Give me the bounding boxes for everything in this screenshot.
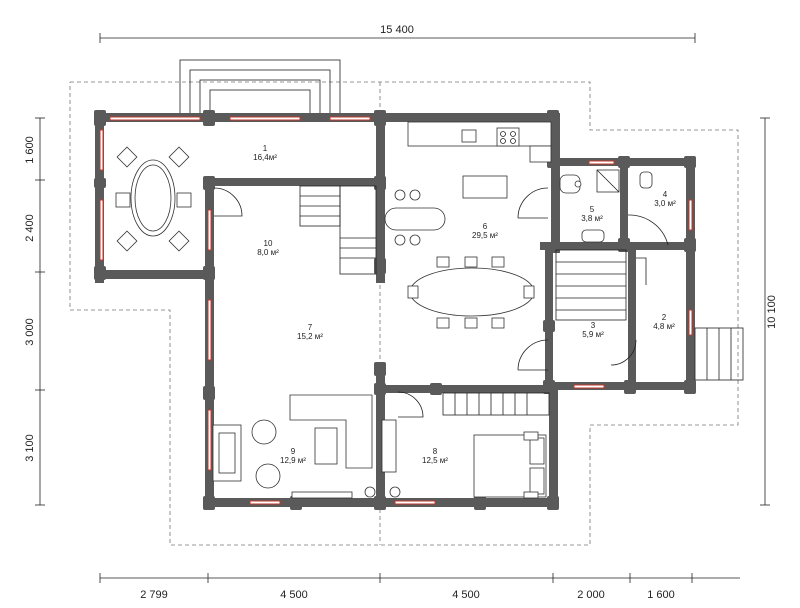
dim-bottom-5: 1 600: [647, 589, 675, 601]
svg-text:8: 8: [433, 447, 438, 456]
dim-bottom-3: 4 500: [452, 589, 480, 601]
svg-text:2: 2: [662, 313, 667, 322]
room-3-label: 3 5,9 м²: [582, 321, 604, 339]
svg-text:5,9 м²: 5,9 м²: [582, 330, 604, 339]
dim-bottom-4: 2 000: [577, 589, 605, 601]
kitchen: [384, 121, 552, 246]
room-1-label: 1 16,4м²: [253, 144, 277, 162]
bedroom-bed: [473, 431, 547, 499]
svg-text:4: 4: [663, 190, 668, 199]
svg-text:3: 3: [591, 321, 596, 330]
roof-outline: [69, 81, 739, 546]
svg-text:5: 5: [590, 205, 595, 214]
dining-table: [407, 256, 535, 329]
dim-total-top: 15 400: [380, 24, 414, 36]
svg-text:10: 10: [264, 239, 273, 248]
room-4-label: 4 3,0 м²: [654, 190, 676, 208]
windows: [99, 116, 693, 505]
svg-text:9: 9: [291, 447, 296, 456]
room-9-label: 9 12,9 м²: [280, 447, 306, 465]
staircase-hall: [555, 249, 627, 321]
svg-text:15,2 м²: 15,2 м²: [297, 332, 323, 341]
room-10-label: 10 8,0 м²: [257, 239, 279, 257]
room-5-label: 5 3,8 м²: [581, 205, 603, 223]
svg-text:3,8 м²: 3,8 м²: [581, 214, 603, 223]
dim-left-2: 2 400: [24, 214, 36, 242]
svg-text:4,8 м²: 4,8 м²: [653, 322, 675, 331]
svg-text:12,5 м²: 12,5 м²: [422, 456, 448, 465]
entrance-steps-right: [694, 327, 744, 381]
svg-text:3,0 м²: 3,0 м²: [654, 199, 676, 208]
dim-left-4: 3 100: [24, 434, 36, 462]
entrance-steps-top: [179, 59, 341, 119]
dimension-lines: [35, 33, 770, 583]
terrace-dining-table: [115, 146, 192, 252]
dim-left-1: 1 600: [24, 136, 36, 164]
dim-left-3: 3 000: [24, 318, 36, 346]
room-labels: 1 16,4м² 2 4,8 м² 3 5,9 м² 4 3,0 м² 5 3,…: [253, 144, 676, 465]
svg-text:8,0 м²: 8,0 м²: [257, 248, 279, 257]
living-room: [212, 394, 401, 499]
svg-text:1: 1: [263, 144, 268, 153]
dim-bottom-1: 2 799: [140, 589, 168, 601]
svg-text:29,5 м²: 29,5 м²: [472, 231, 498, 240]
svg-text:12,9 м²: 12,9 м²: [280, 456, 306, 465]
staircase-main: [299, 185, 377, 275]
dim-bottom-2: 4 500: [280, 589, 308, 601]
log-joints: [94, 110, 696, 510]
room-6-label: 6 29,5 м²: [472, 222, 498, 240]
bathroom: [559, 169, 653, 243]
svg-text:7: 7: [308, 323, 313, 332]
room-7-label: 7 15,2 м²: [297, 323, 323, 341]
room-2-label: 2 4,8 м²: [653, 313, 675, 331]
staircase-bedroom: [442, 392, 550, 416]
room-8-label: 8 12,5 м²: [422, 447, 448, 465]
svg-text:16,4м²: 16,4м²: [253, 153, 277, 162]
svg-text:6: 6: [483, 222, 488, 231]
dim-right: 10 100: [766, 295, 778, 329]
doors: [213, 187, 669, 418]
